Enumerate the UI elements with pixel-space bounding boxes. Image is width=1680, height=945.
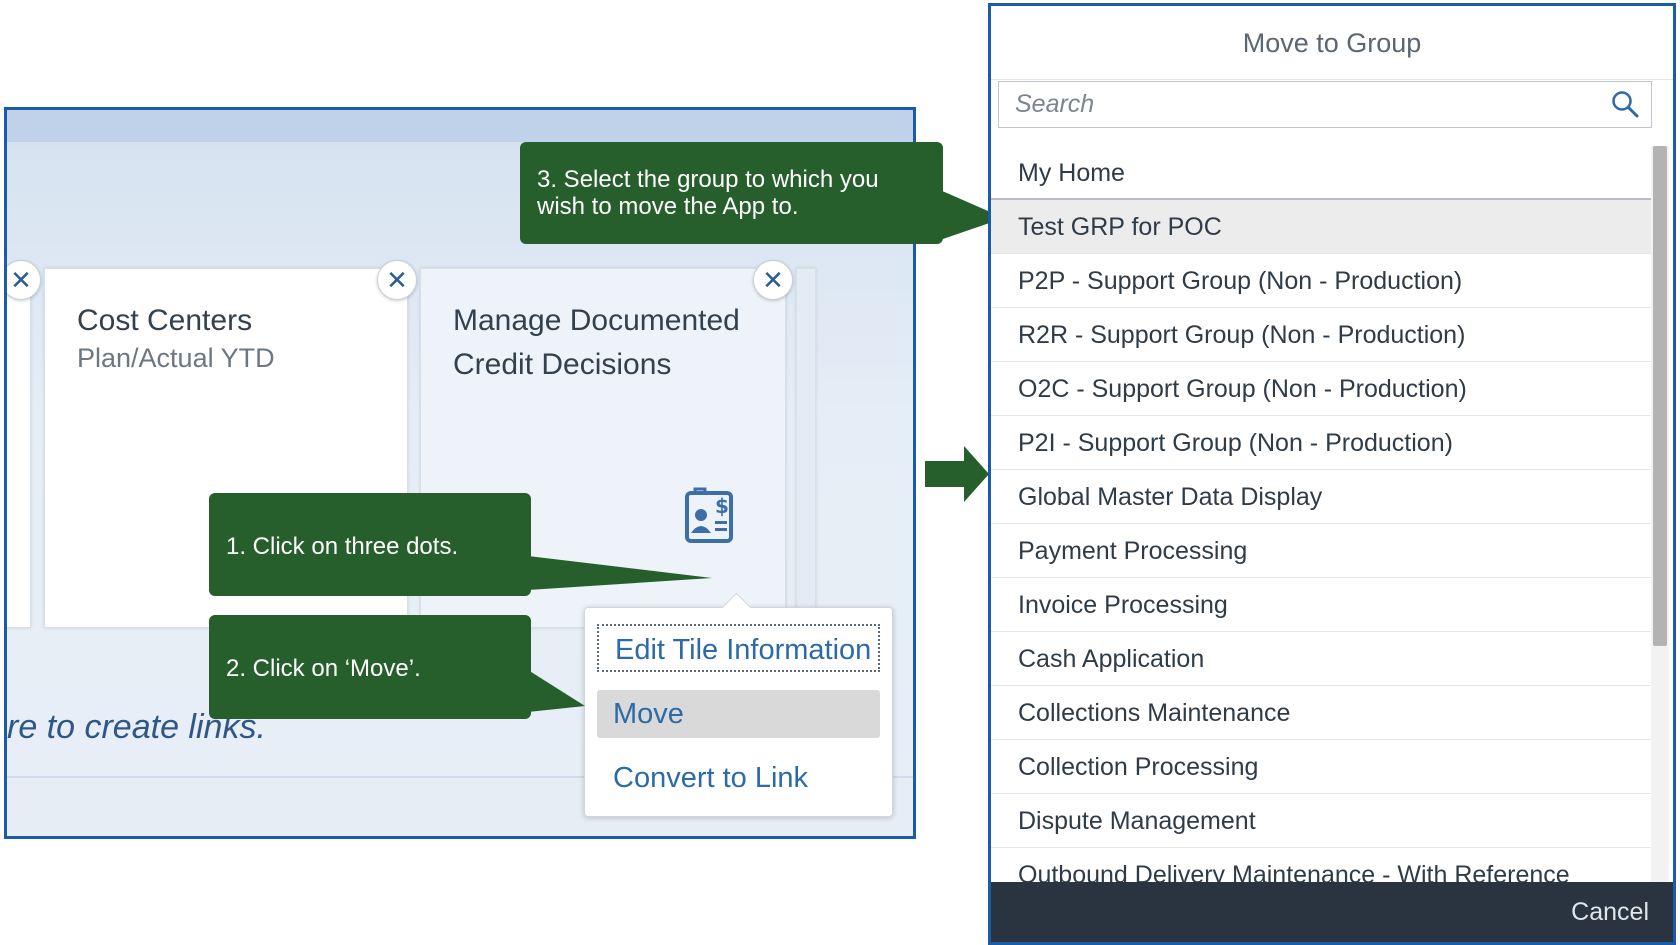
dialog-title: Move to Group bbox=[991, 6, 1673, 80]
tile-title: Cost Centers bbox=[77, 304, 253, 337]
group-item[interactable]: P2I - Support Group (Non - Production) bbox=[991, 416, 1651, 470]
group-item[interactable]: Outbound Delivery Maintenance - With Ref… bbox=[991, 848, 1651, 882]
group-item[interactable]: Cash Application bbox=[991, 632, 1651, 686]
group-item[interactable]: Test GRP for POC bbox=[991, 200, 1651, 254]
callout-step-1: 1. Click on three dots. bbox=[209, 493, 531, 596]
tile-partial-left[interactable] bbox=[7, 268, 31, 628]
launchpad-header-band bbox=[7, 110, 913, 142]
callout-step-3: 3. Select the group to which you wish to… bbox=[520, 142, 943, 244]
group-item[interactable]: R2R - Support Group (Non - Production) bbox=[991, 308, 1651, 362]
close-icon[interactable]: ✕ bbox=[753, 260, 793, 300]
close-icon[interactable]: ✕ bbox=[377, 260, 417, 300]
move-to-group-dialog: Move to Group My Home Test GRP for POC P… bbox=[988, 3, 1676, 945]
callout-step-2: 2. Click on ‘Move’. bbox=[209, 615, 531, 719]
group-item[interactable]: Payment Processing bbox=[991, 524, 1651, 578]
edit-tile-information-item[interactable]: Edit Tile Information bbox=[597, 624, 880, 672]
group-item[interactable]: Global Master Data Display bbox=[991, 470, 1651, 524]
group-item[interactable]: Dispute Management bbox=[991, 794, 1651, 848]
group-item[interactable]: Invoice Processing bbox=[991, 578, 1651, 632]
search-input[interactable] bbox=[999, 82, 1589, 127]
tile-title: Manage Documented Credit Decisions bbox=[453, 304, 740, 381]
move-item[interactable]: Move bbox=[597, 690, 880, 738]
contact-card-dollar-icon: $ bbox=[683, 487, 739, 550]
right-arrow-icon bbox=[925, 446, 989, 502]
search-field[interactable] bbox=[998, 81, 1652, 128]
scroll-thumb[interactable] bbox=[1653, 146, 1667, 646]
group-item[interactable]: P2P - Support Group (Non - Production) bbox=[991, 254, 1651, 308]
cancel-button[interactable]: Cancel bbox=[1571, 898, 1649, 926]
group-item[interactable]: Collections Maintenance bbox=[991, 686, 1651, 740]
search-icon[interactable] bbox=[1611, 90, 1639, 123]
svg-text:$: $ bbox=[715, 494, 729, 518]
group-list-scrollbar[interactable] bbox=[1651, 146, 1669, 882]
dialog-footer: Cancel bbox=[991, 882, 1673, 942]
tile-partial-right[interactable] bbox=[796, 268, 816, 628]
convert-to-link-item[interactable]: Convert to Link bbox=[613, 762, 809, 794]
tile-subtitle: Plan/Actual YTD bbox=[77, 343, 275, 373]
close-icon[interactable]: ✕ bbox=[7, 260, 41, 300]
group-item[interactable]: My Home bbox=[991, 146, 1651, 200]
group-list: My Home Test GRP for POC P2P - Support G… bbox=[991, 146, 1651, 882]
group-item[interactable]: O2C - Support Group (Non - Production) bbox=[991, 362, 1651, 416]
tile-context-menu: Edit Tile Information Move Convert to Li… bbox=[584, 592, 893, 817]
group-item[interactable]: Collection Processing bbox=[991, 740, 1651, 794]
